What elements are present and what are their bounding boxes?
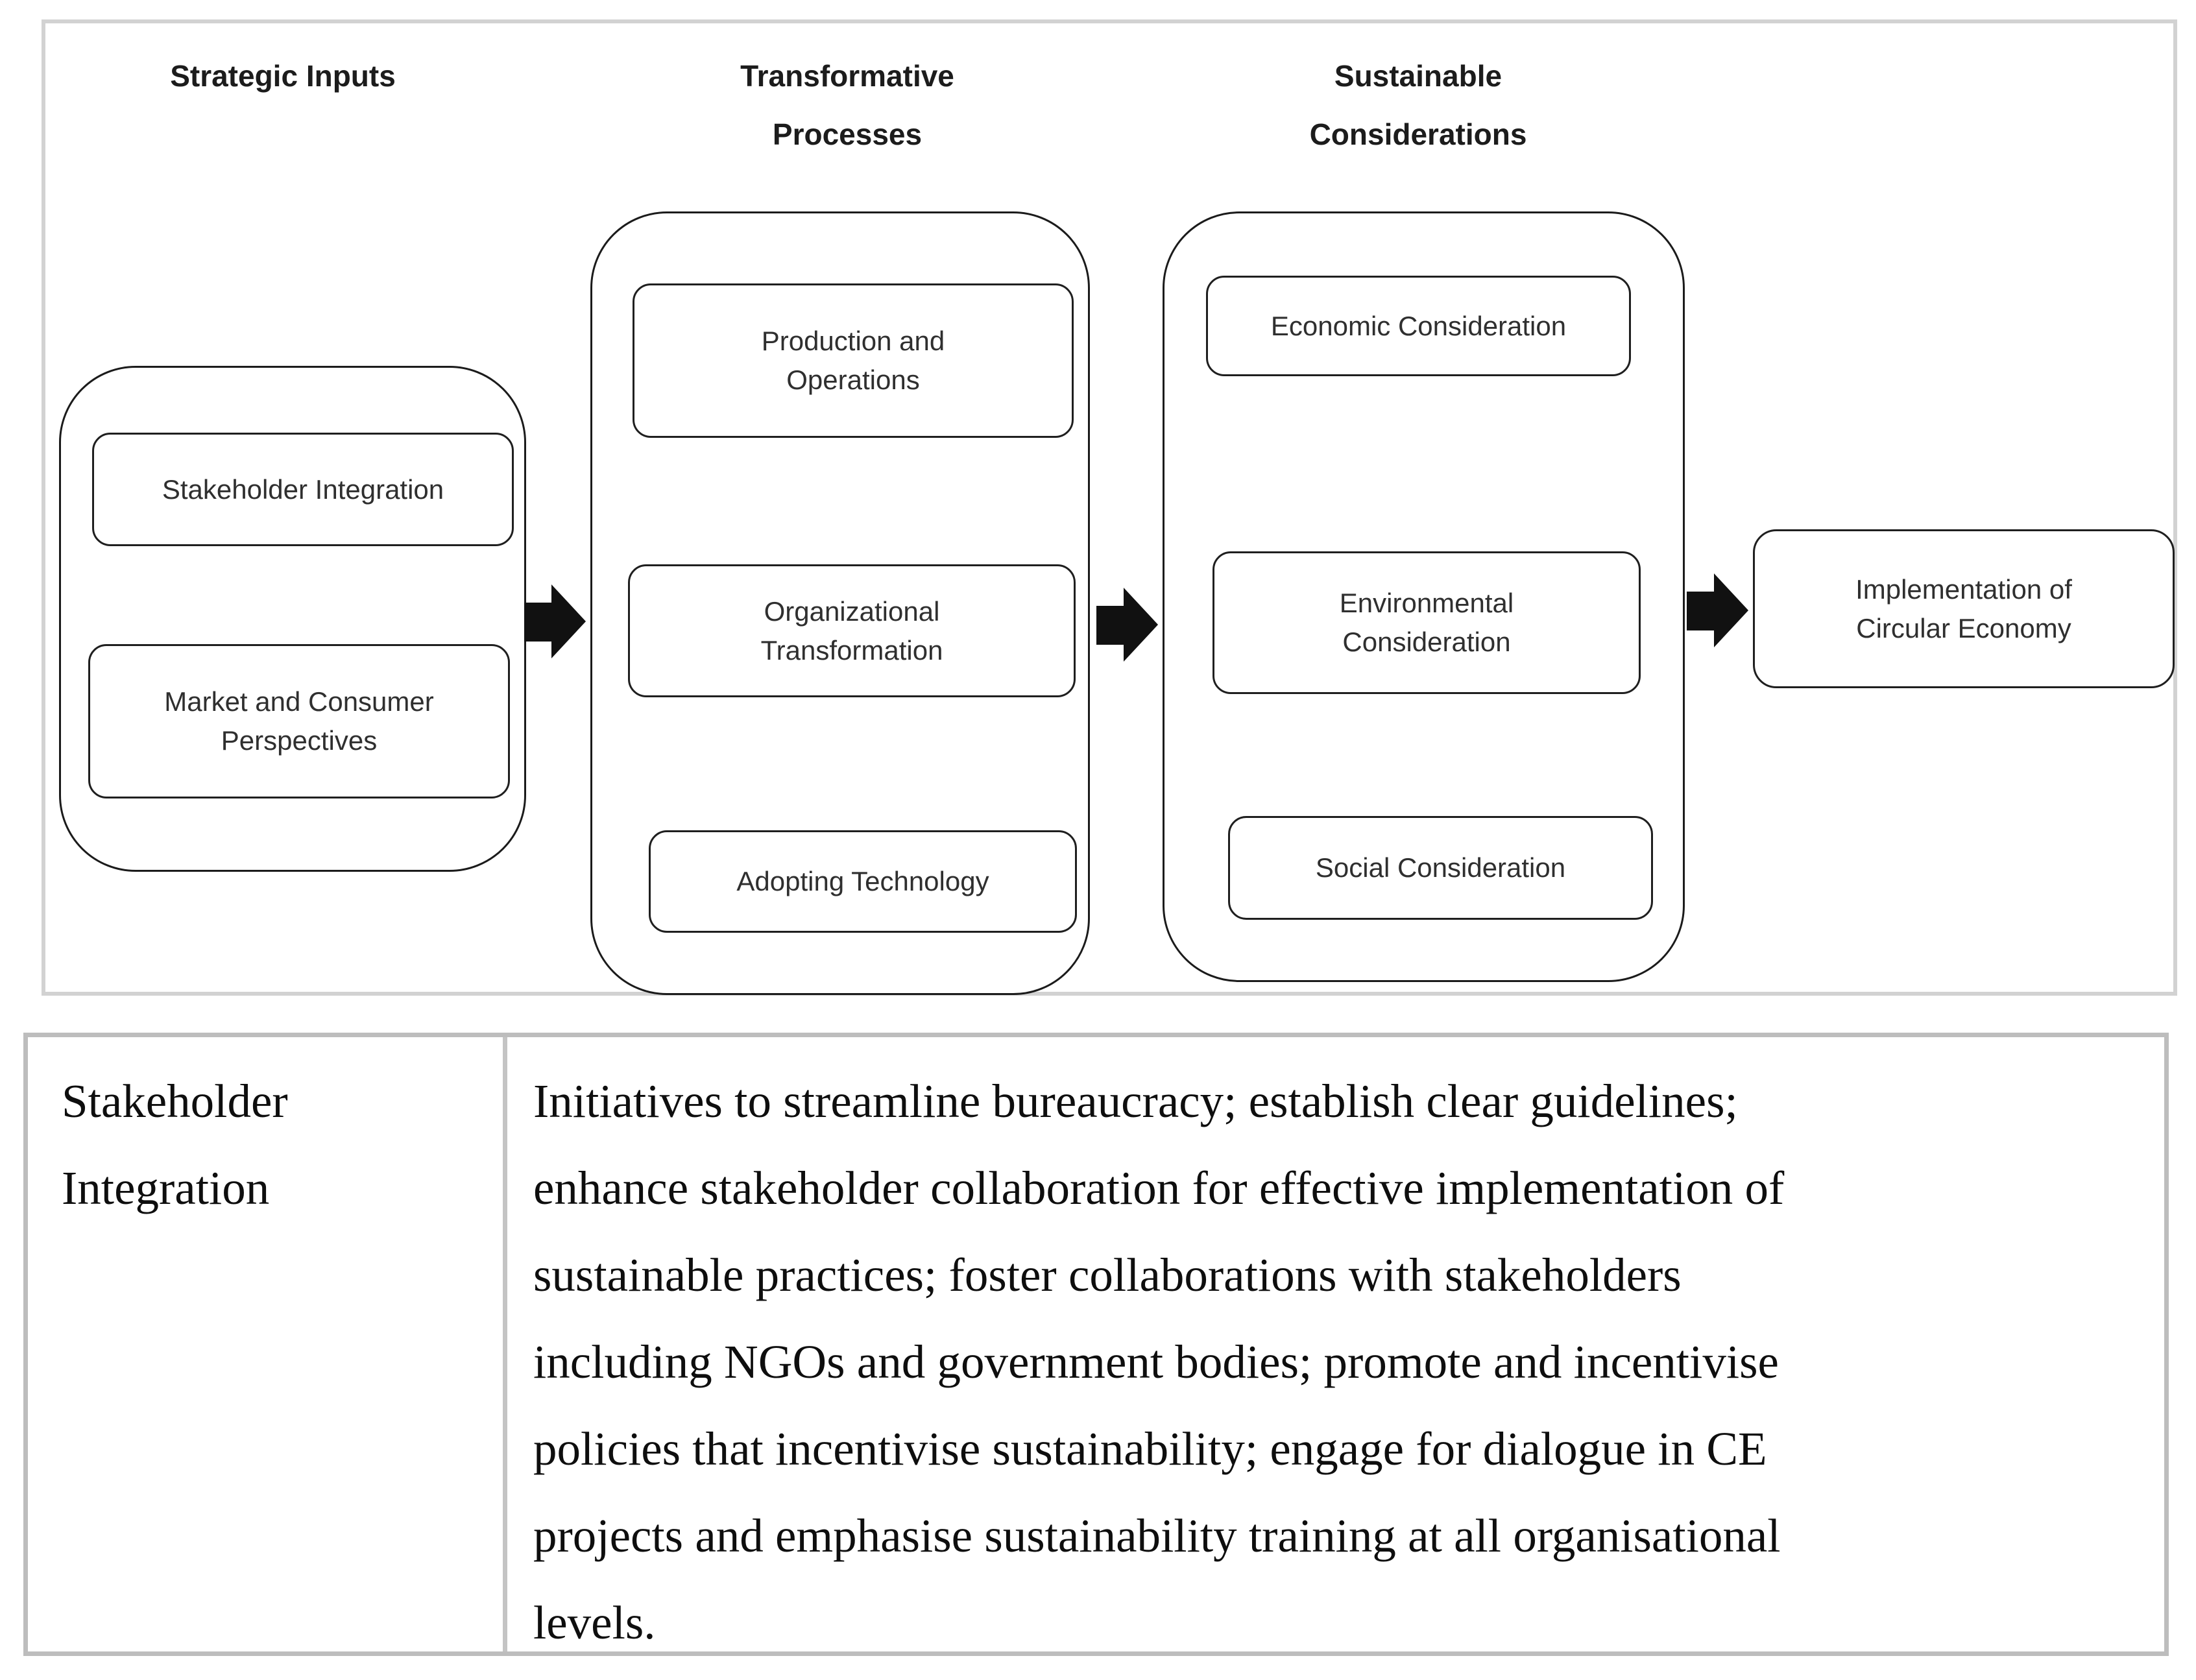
- flow-arrow-2: [1096, 588, 1158, 662]
- box-stakeholder-integration-label: Stakeholder Integration: [162, 474, 444, 505]
- box-implementation-circular-economy-label: Implementation of Circular Economy: [1855, 573, 2072, 643]
- flow-arrow-1: [524, 584, 586, 658]
- flow-diagram-figure: Strategic Inputs Transformative Processe…: [42, 19, 2177, 996]
- flow-arrow-3: [1687, 573, 1748, 647]
- header-transformative-processes: Transformative Processes: [740, 59, 954, 151]
- group-sustainable-considerations: Economic Consideration Environmental Con…: [1163, 211, 1685, 982]
- table-definition-cell: Initiatives to streamline bureaucracy; e…: [507, 1037, 2164, 1651]
- box-stakeholder-integration: Stakeholder Integration: [92, 433, 514, 546]
- box-organizational-transformation: Organizational Transformation: [628, 564, 1076, 697]
- box-adopting-technology-label: Adopting Technology: [736, 866, 989, 896]
- table-definition-text: Initiatives to streamline bureaucracy; e…: [533, 1075, 1785, 1649]
- box-economic-consideration: Economic Consideration: [1206, 276, 1631, 376]
- box-social-consideration: Social Consideration: [1228, 816, 1653, 920]
- box-environmental-consideration-label: Environmental Consideration: [1339, 588, 1514, 657]
- box-market-consumer-perspectives: Market and Consumer Perspectives: [88, 644, 510, 798]
- box-organizational-transformation-label: Organizational Transformation: [760, 595, 943, 666]
- box-environmental-consideration: Environmental Consideration: [1213, 551, 1641, 694]
- box-market-consumer-perspectives-label: Market and Consumer Perspectives: [164, 686, 434, 756]
- table-term-cell: Stakeholder Integration: [28, 1037, 507, 1651]
- box-implementation-circular-economy: Implementation of Circular Economy: [1753, 529, 2175, 688]
- group-transformative-processes: Production and Operations Organizational…: [590, 211, 1090, 995]
- header-sustainable-considerations: Sustainable Considerations: [1309, 59, 1527, 151]
- box-production-operations: Production and Operations: [633, 283, 1074, 438]
- box-economic-consideration-label: Economic Consideration: [1270, 310, 1567, 341]
- header-strategic-inputs: Strategic Inputs: [170, 59, 396, 93]
- table-term-text: Stakeholder Integration: [62, 1075, 288, 1214]
- box-social-consideration-label: Social Consideration: [1315, 852, 1566, 883]
- definition-table: Stakeholder Integration Initiatives to s…: [23, 1033, 2169, 1656]
- group-strategic-inputs: Stakeholder Integration Market and Consu…: [59, 366, 526, 872]
- box-production-operations-label: Production and Operations: [761, 326, 945, 395]
- box-adopting-technology: Adopting Technology: [649, 830, 1077, 933]
